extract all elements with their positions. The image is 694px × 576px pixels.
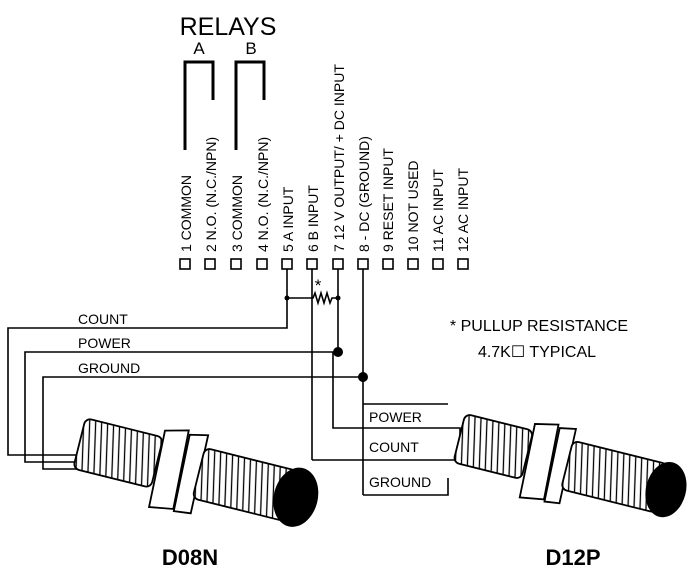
terminal-4-label: 4 N.O. (N.C./NPN) [255, 137, 271, 252]
terminal-12 [457, 258, 469, 270]
left-count-label: COUNT [78, 311, 128, 327]
terminal-2 [204, 258, 216, 270]
relay-a-label: A [193, 39, 205, 58]
ground-junction-dot [358, 372, 368, 382]
terminal-7 [332, 258, 344, 270]
terminal-6-label: 6 B INPUT [305, 185, 321, 252]
terminal-5-label: 5 A INPUT [280, 186, 296, 252]
relay-b-bracket [234, 60, 266, 150]
terminal-11-label: 11 AC INPUT [430, 169, 446, 252]
note-line-1: * PULLUP RESISTANCE [450, 318, 628, 335]
terminal-labels: 1 COMMON 2 N.O. (N.C./NPN) 3 COMMON 4 N.… [178, 64, 471, 252]
terminal-wires [286, 269, 364, 495]
terminal-11 [432, 258, 444, 270]
resistor-asterisk: * [315, 276, 322, 295]
terminal-2-label: 2 N.O. (N.C./NPN) [203, 137, 219, 252]
terminal-3-label: 3 COMMON [229, 175, 245, 252]
terminal-6 [306, 258, 318, 270]
sensor-right-label: D12P [545, 545, 600, 570]
terminal-block [179, 258, 469, 270]
right-count-label: COUNT [369, 439, 419, 455]
junction-dot [335, 295, 341, 301]
note-line-2: 4.7K☐ TYPICAL [478, 344, 596, 361]
relays-title: RELAYS [180, 13, 277, 41]
sensor-d08n [73, 418, 319, 527]
power-junction-dot [333, 347, 343, 357]
left-ground-label: GROUND [78, 360, 140, 376]
terminal-10-label: 10 NOT USED [405, 160, 421, 252]
left-sensor-wires [7, 298, 368, 470]
terminal-1-label: 1 COMMON [178, 175, 194, 252]
right-power-label: POWER [369, 409, 422, 425]
sensor-d12p [453, 414, 687, 518]
terminal-7-label: 7 12 V OUTPUT/ + DC INPUT [331, 64, 347, 252]
terminal-5 [281, 258, 293, 270]
relay-b-label: B [245, 39, 256, 58]
terminal-8 [357, 258, 369, 270]
terminal-1 [179, 258, 191, 270]
terminal-10 [407, 258, 419, 270]
terminal-3 [230, 258, 242, 270]
terminal-4 [256, 258, 268, 270]
left-power-label: POWER [78, 335, 131, 351]
sensor-left-label: D08N [162, 545, 218, 570]
terminal-9-label: 9 RESET INPUT [380, 148, 396, 252]
terminal-9 [382, 258, 394, 270]
right-ground-label: GROUND [369, 474, 431, 490]
terminal-8-label: 8 - DC (GROUND) [356, 136, 372, 252]
terminal-12-label: 12 AC INPUT [455, 168, 471, 252]
relay-a-bracket [183, 60, 215, 150]
